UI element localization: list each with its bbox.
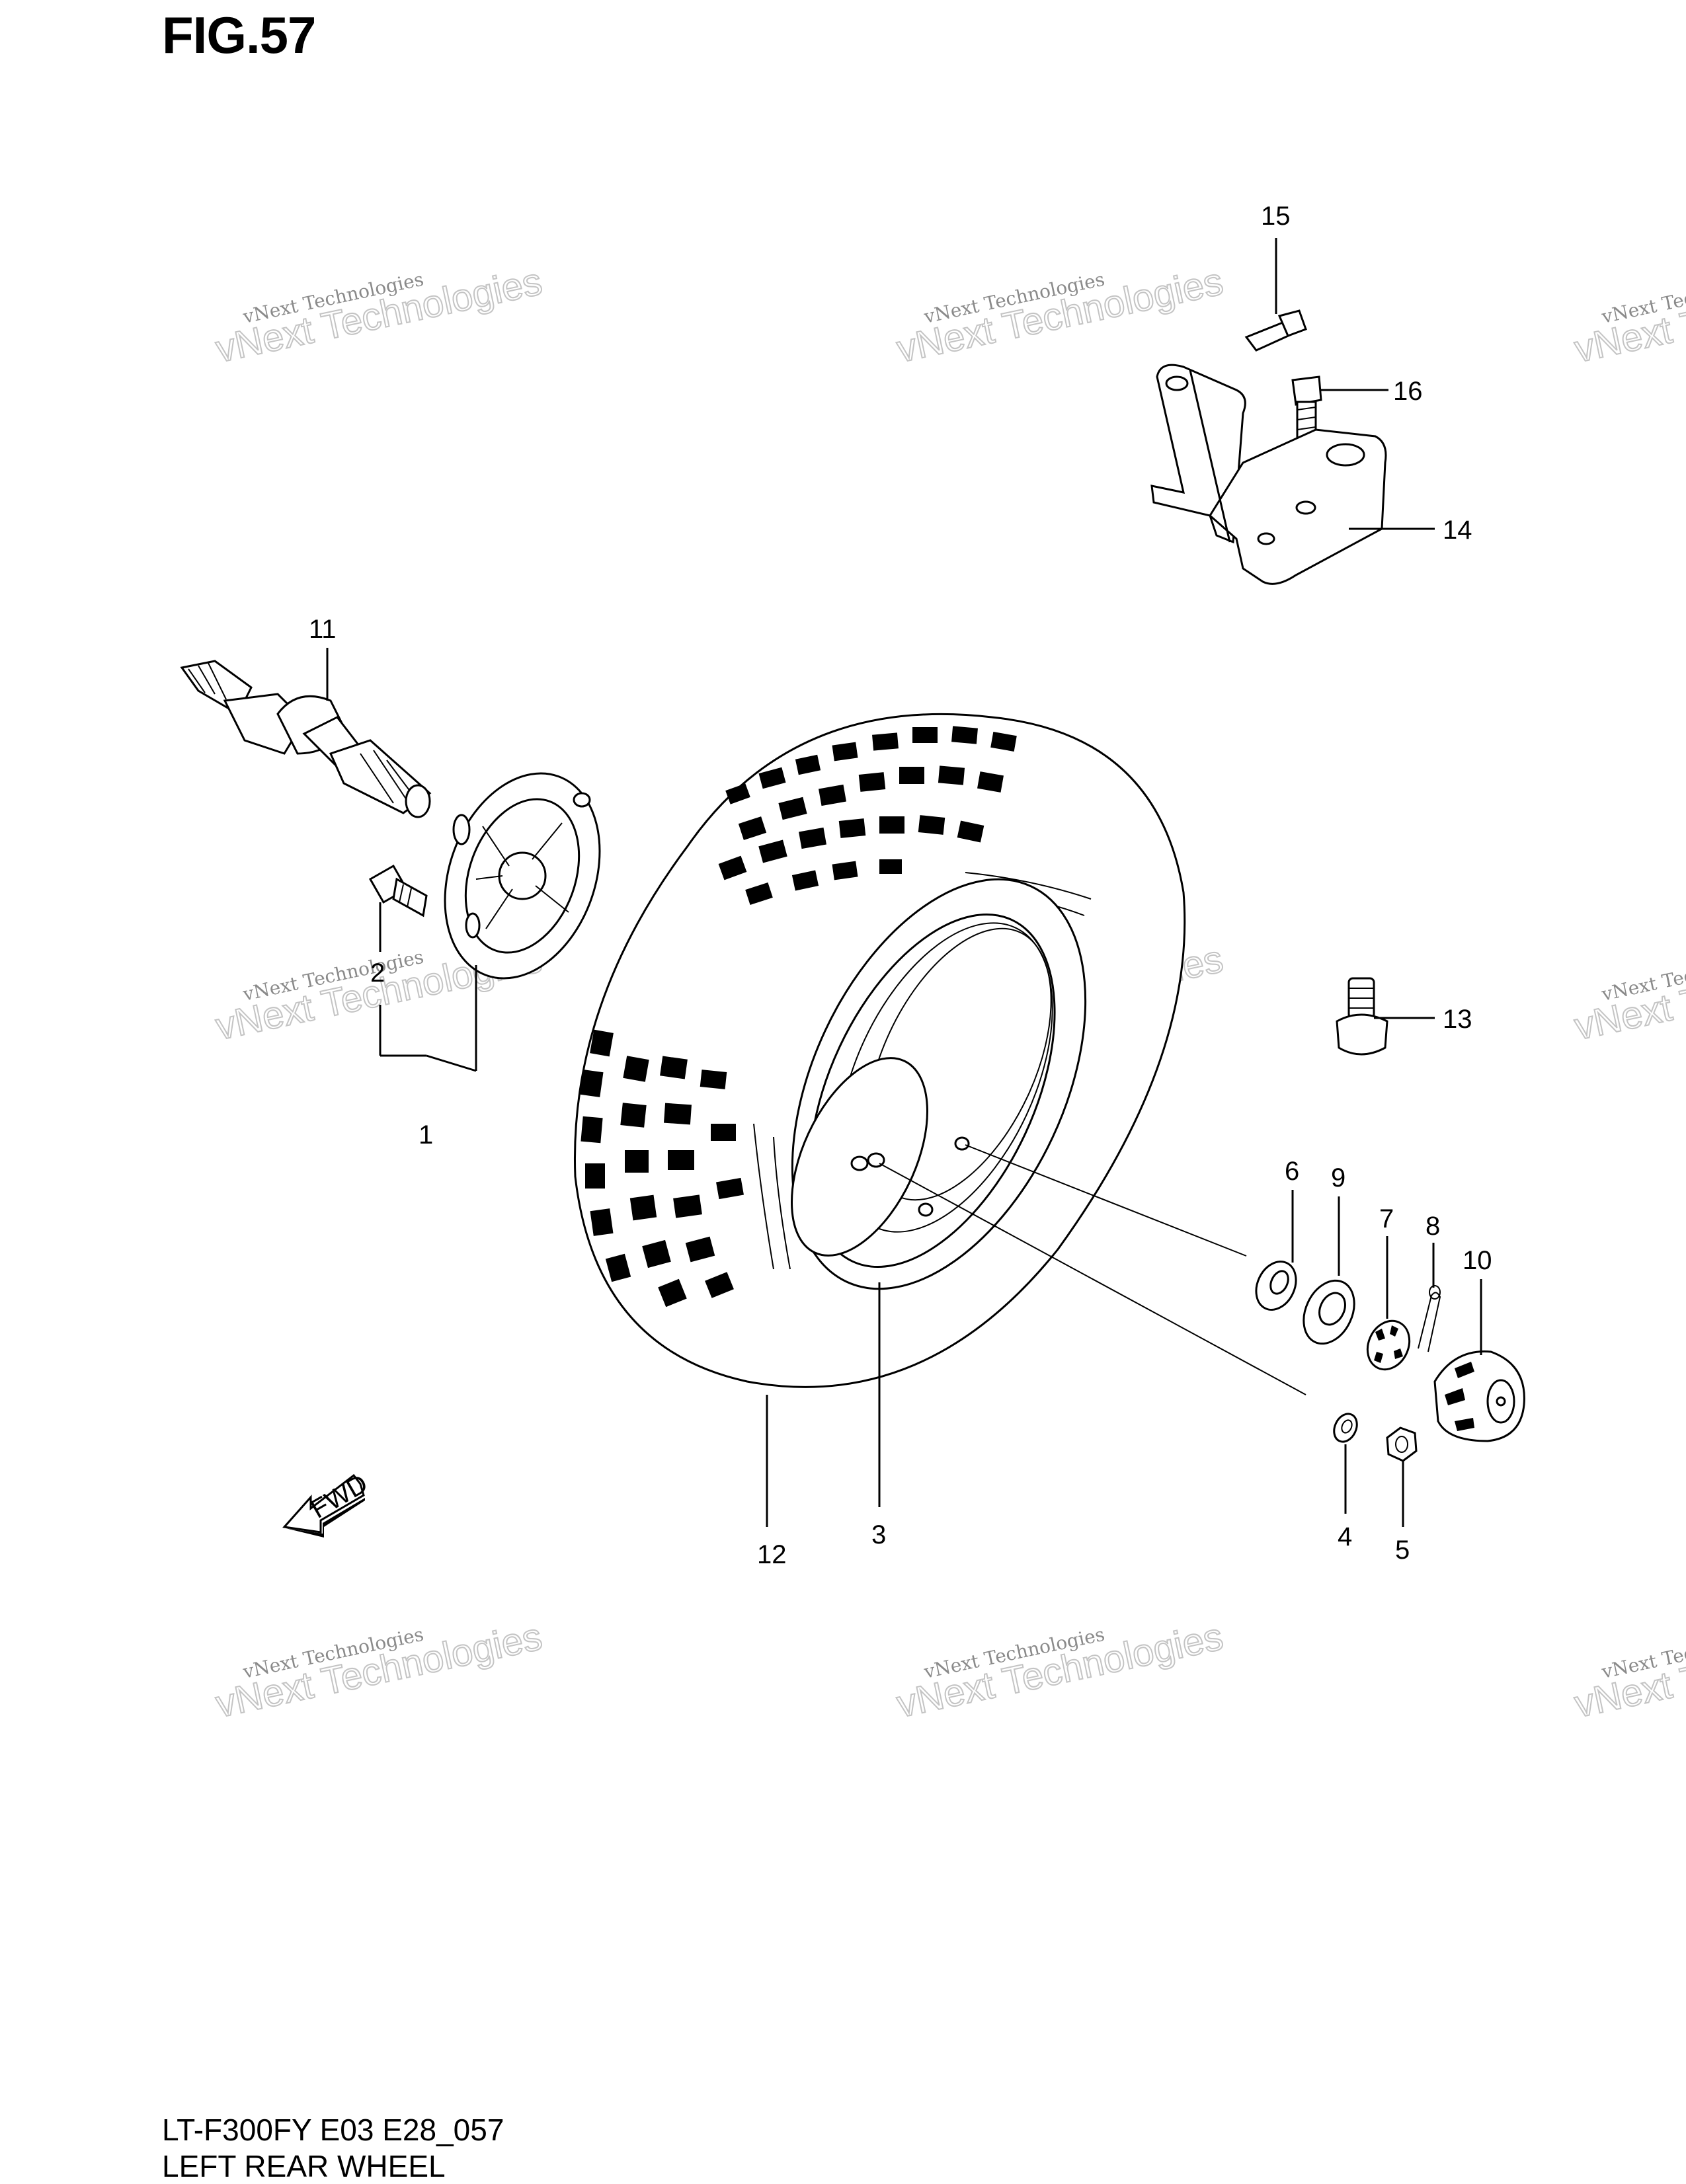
figure-title: FIG.57 (162, 6, 316, 64)
bolt-15-drawing (1244, 238, 1307, 352)
callout-9: 9 (1331, 1163, 1345, 1192)
callout-14: 14 (1443, 516, 1472, 545)
bolt-16-drawing (1291, 375, 1388, 509)
stud-bolt-2-drawing (368, 864, 428, 1057)
callout-13: 13 (1443, 1005, 1472, 1034)
callout-7: 7 (1379, 1204, 1394, 1233)
hub-1-drawing (426, 772, 601, 1072)
nut-5-drawing (1386, 1426, 1418, 1527)
valve-13-drawing (1336, 977, 1435, 1056)
tire-12-drawing (573, 713, 1306, 1527)
cotter-pin-8-drawing (1418, 1243, 1441, 1352)
hub-cap-10-drawing (1433, 1279, 1525, 1442)
callout-5: 5 (1395, 1536, 1410, 1565)
castle-nut-7-drawing (1366, 1236, 1411, 1371)
callout-15: 15 (1261, 202, 1291, 231)
figure-name: LEFT REAR WHEEL (162, 2149, 446, 2183)
drive-shaft-11-drawing (180, 648, 432, 818)
callout-4: 4 (1338, 1522, 1352, 1551)
figure-code: LT-F300FY E03 E28_057 (162, 2113, 504, 2147)
callout-16: 16 (1393, 377, 1423, 406)
fwd-direction-arrow: FWD (282, 1469, 373, 1538)
callout-10: 10 (1463, 1246, 1492, 1275)
callout-8: 8 (1425, 1212, 1440, 1241)
callout-2: 2 (370, 958, 385, 988)
callout-12: 12 (757, 1540, 787, 1569)
spacer-9-drawing (1303, 1196, 1355, 1345)
callout-11: 11 (309, 615, 337, 644)
washer-4-drawing (1333, 1413, 1358, 1514)
bracket-14-drawing (1150, 364, 1435, 585)
callout-6: 6 (1285, 1157, 1299, 1186)
callout-1: 1 (419, 1120, 433, 1150)
washer-6-drawing (1255, 1190, 1297, 1311)
callout-3: 3 (871, 1520, 886, 1549)
